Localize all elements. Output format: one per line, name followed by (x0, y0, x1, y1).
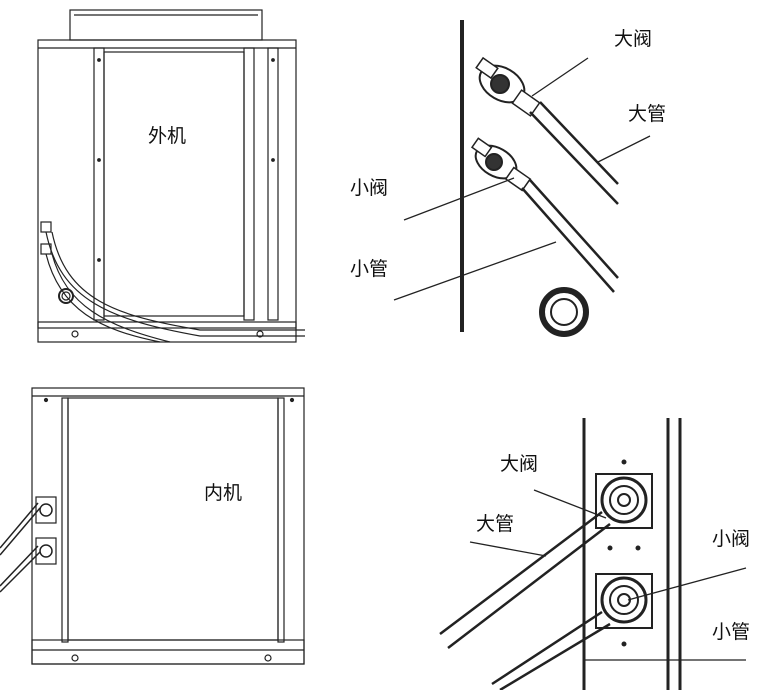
indoor-detail-drawing (439, 418, 747, 690)
outdoor-detail-drawing (393, 20, 651, 337)
indoor-big-pipe-label: 大管 (476, 513, 514, 535)
indoor-big-valve-label: 大阀 (500, 453, 538, 475)
indoor-unit-label: 内机 (204, 482, 242, 504)
indoor-small-valve-label: 小阀 (712, 528, 750, 550)
indoor-unit-drawing (0, 387, 305, 665)
outdoor-small-pipe-label: 小管 (350, 258, 388, 280)
outdoor-small-valve-label: 小阀 (350, 177, 388, 199)
outdoor-unit-label: 外机 (148, 125, 186, 147)
outdoor-unit-drawing (37, 9, 305, 343)
indoor-small-pipe-label: 小管 (712, 621, 750, 643)
outdoor-big-valve-label: 大阀 (614, 28, 652, 50)
outdoor-big-pipe-label: 大管 (628, 103, 666, 125)
